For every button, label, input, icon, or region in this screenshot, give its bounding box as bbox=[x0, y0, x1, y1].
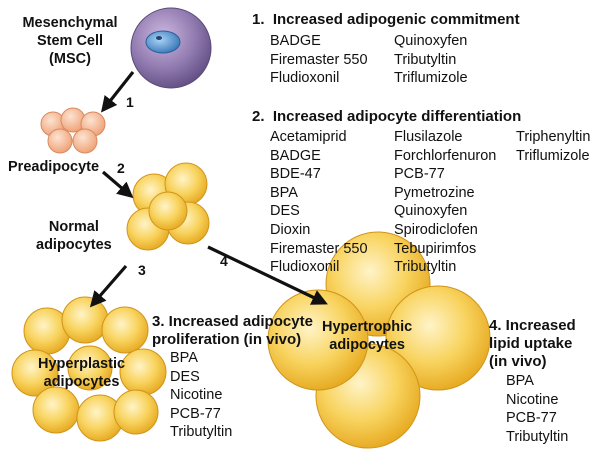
msc-cell bbox=[130, 7, 212, 89]
s4-item: BPA bbox=[506, 373, 534, 389]
arrow-1 bbox=[101, 71, 135, 113]
s2-item: Triphenyltin bbox=[516, 129, 591, 145]
s2-item: Firemaster 550 bbox=[270, 240, 368, 257]
s1-item: Firemaster 550 bbox=[270, 51, 368, 68]
s3-item: DES bbox=[170, 368, 200, 385]
s1-item: Triflumizole bbox=[394, 70, 468, 87]
section-4-title: 4. Increased lipid uptake (in vivo) bbox=[489, 317, 576, 370]
s2-item: Spirodiclofen bbox=[394, 221, 478, 238]
s1-item: Tributyltin bbox=[394, 51, 457, 68]
label-hypertrophic-adipocytes: Hypertrophic adipocytes bbox=[322, 319, 413, 353]
label-msc: Mesenchymal Stem Cell (MSC) bbox=[22, 15, 118, 67]
section-2-col-1: Acetamiprid BADGE BDE-47 BPA DES Dioxin … bbox=[270, 128, 368, 277]
preadipocyte-cluster bbox=[40, 107, 106, 154]
s2-item: Pymetrozine bbox=[394, 184, 475, 201]
s2-item: PCB-77 bbox=[394, 166, 445, 183]
section-2-col-2: Flusilazole Forchlorfenuron PCB-77 Pymet… bbox=[394, 128, 496, 277]
s4-item: PCB-77 bbox=[506, 410, 557, 427]
section-3-list: BPA DES Nicotine PCB-77 Tributyltin bbox=[170, 349, 232, 442]
section-2-col-3: Triphenyltin Triflumizole bbox=[516, 128, 590, 165]
s4-item: Nicotine bbox=[506, 391, 559, 408]
s3-item: PCB-77 bbox=[170, 405, 221, 422]
s3-item: Nicotine bbox=[170, 387, 223, 404]
section-1-col-1: BADGE Firemaster 550 Fludioxonil bbox=[270, 32, 368, 88]
hyperplastic-adipocyte-cluster bbox=[11, 296, 167, 442]
arrow-number-4: 4 bbox=[220, 253, 228, 269]
label-hyperplastic-adipocytes: Hyperplastic adipocytes bbox=[38, 356, 126, 390]
section-1-title: 1. Increased adipogenic commitment bbox=[252, 11, 520, 28]
s2-item: Dioxin bbox=[270, 221, 311, 238]
hypertrophic-adipocyte-cluster bbox=[267, 231, 491, 449]
arrow-3 bbox=[89, 264, 128, 308]
arrow-number-2: 2 bbox=[117, 160, 125, 176]
label-normal-adipocytes: Normal adipocytes bbox=[36, 219, 112, 253]
section-3-title: 3. Increased adipocyte proliferation (in… bbox=[152, 313, 313, 348]
s2-item: BDE-47 bbox=[270, 166, 321, 183]
section-2-title: 2. Increased adipocyte differentiation bbox=[252, 108, 522, 125]
s2-item: Quinoxyfen bbox=[394, 203, 468, 220]
s2-item: Fludioxonil bbox=[270, 259, 340, 276]
s2-item: DES bbox=[270, 203, 300, 220]
s2-item: Acetamiprid bbox=[270, 129, 347, 145]
s2-item: BADGE bbox=[270, 147, 321, 164]
s2-item: Tributyltin bbox=[394, 259, 457, 276]
arrow-4 bbox=[207, 245, 328, 305]
s2-item: Flusilazole bbox=[394, 129, 463, 145]
s4-item: Tributyltin bbox=[506, 428, 569, 445]
s1-item: Fludioxonil bbox=[270, 70, 340, 87]
s3-item: Tributyltin bbox=[170, 424, 233, 441]
s1-item: Quinoxyfen bbox=[394, 33, 468, 49]
arrow-number-1: 1 bbox=[126, 94, 134, 110]
arrow-number-3: 3 bbox=[138, 262, 146, 278]
s1-item: BADGE bbox=[270, 33, 321, 49]
section-1-col-2: Quinoxyfen Tributyltin Triflumizole bbox=[394, 32, 468, 88]
normal-adipocyte-cluster bbox=[126, 162, 210, 251]
section-4-list: BPA Nicotine PCB-77 Tributyltin bbox=[506, 372, 568, 446]
s2-item: Triflumizole bbox=[516, 147, 590, 164]
s2-item: Tebupirimfos bbox=[394, 240, 477, 257]
s2-item: Forchlorfenuron bbox=[394, 147, 497, 164]
label-preadipocyte: Preadipocyte bbox=[8, 159, 100, 175]
s2-item: BPA bbox=[270, 184, 298, 201]
arrow-2 bbox=[101, 170, 134, 199]
s3-item: BPA bbox=[170, 350, 198, 366]
